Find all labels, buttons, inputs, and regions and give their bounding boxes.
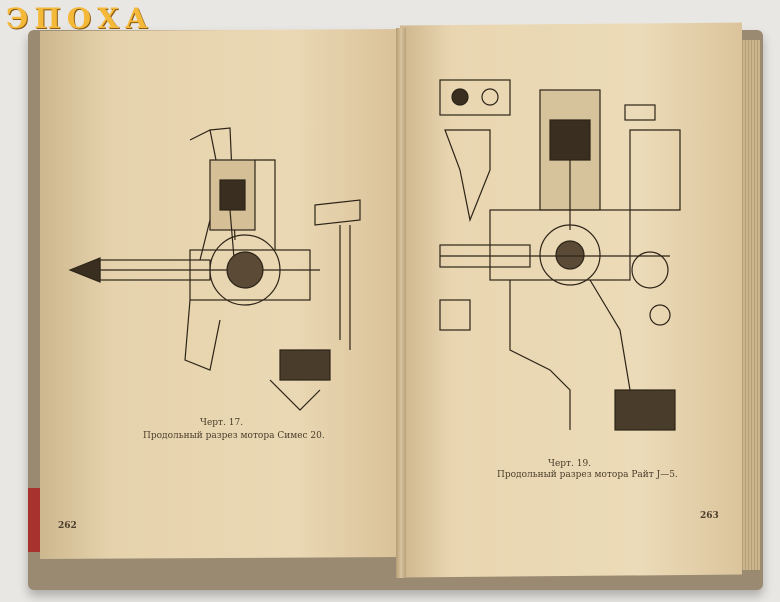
watermark-logo: ЭПОХА	[6, 2, 154, 35]
page-number-left: 262	[58, 521, 77, 531]
engine-diagram-right	[439, 79, 681, 431]
figure-label-right: Черт. 19.	[548, 459, 592, 469]
red-binding-strip	[28, 488, 42, 552]
figure-label-left: Черт. 17.	[200, 418, 244, 428]
page-edges	[740, 40, 760, 570]
caption-left: Продольный разрез мотора Симес 20.	[143, 431, 325, 441]
page-number-right: 263	[700, 511, 719, 521]
book-spine	[396, 28, 406, 578]
engine-diagram-left	[68, 127, 361, 411]
caption-right: Продольный разрез мотора Райт J—5.	[497, 470, 678, 480]
